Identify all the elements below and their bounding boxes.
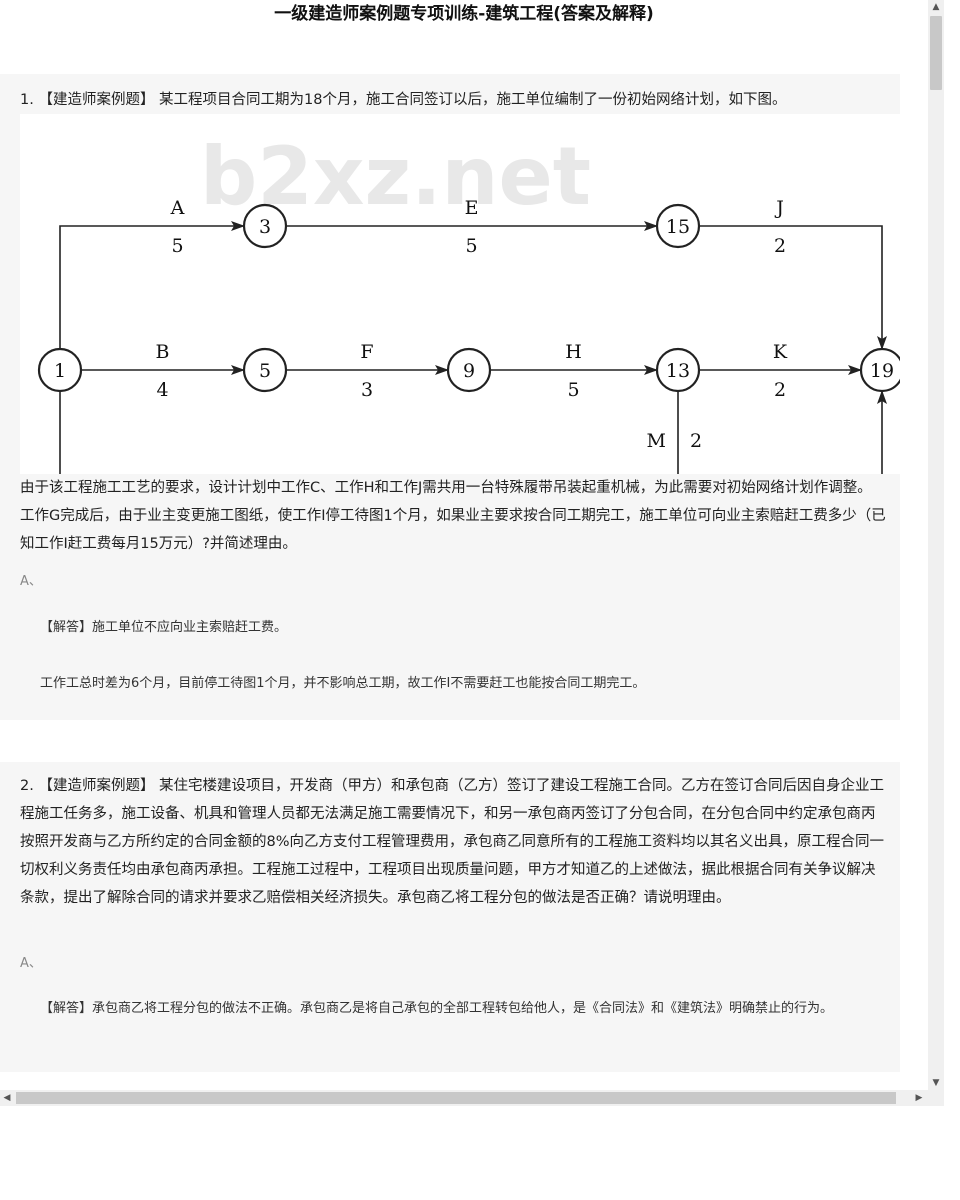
node-label-5: 5 [259,360,271,382]
activity-name-f: F [360,341,373,363]
scroll-right-arrow-icon[interactable]: ▶ [915,1093,923,1103]
arrow-a [59,221,245,349]
activity-duration-e: 5 [465,235,477,257]
network-arrows [59,221,887,474]
question-2-card: 2. 【建造师案例题】 某住宅楼建设项目，开发商（甲方）和承包商（乙方）签订了建… [0,762,900,1072]
activity-duration-f: 3 [361,379,373,401]
horizontal-scrollbar[interactable]: ◀ ▶ [0,1090,928,1106]
activity-labels: A5E5J2B4F3H5K2M2C5G2I1L4 [156,197,788,452]
node-label-19: 19 [870,360,894,382]
question-2-answer: 【解答】承包商乙将工程分包的做法不正确。承包商乙是将自己承包的全部工程转包给他人… [40,1001,834,1016]
scroll-down-arrow-icon[interactable]: ▼ [932,1078,940,1088]
network-diagram-svg: b2xz.net A5E5J2B4F3H5K2M2C5G2I1L4 135791… [37,130,900,474]
activity-duration-h: 5 [567,379,579,401]
vertical-scrollbar[interactable]: ▲ ▼ [928,0,944,1090]
horizontal-scroll-thumb[interactable] [16,1092,896,1104]
node-circle-1 [37,347,83,393]
scroll-up-arrow-icon[interactable]: ▲ [932,2,940,12]
node-19: 19 [859,347,900,393]
node-circle-9 [446,347,492,393]
scrollbar-corner [928,1090,944,1106]
node-label-3: 3 [259,216,271,238]
node-9: 9 [446,347,492,393]
node-label-9: 9 [463,360,475,382]
node-1: 1 [37,347,83,393]
question-1-intro: 1. 【建造师案例题】 某工程项目合同工期为18个月，施工合同签订以后，施工单位… [20,92,787,108]
activity-duration-j: 2 [774,235,786,257]
activity-name-a: A [170,197,185,219]
arrow-l [877,390,887,474]
question-1-answer-line1: 【解答】施工单位不应向业主索赔赶工费。 [40,620,288,635]
question-1-body: 由于该工程施工工艺的要求，设计计划中工作C、工作H和工作J需共用一台特殊履带吊装… [20,480,886,552]
activity-duration-m: 2 [690,430,702,452]
activity-name-b: B [156,341,170,363]
arrow-j [699,225,887,350]
scroll-left-arrow-icon[interactable]: ◀ [3,1093,11,1103]
activity-name-e: E [465,197,479,219]
node-label-15: 15 [666,216,690,238]
activity-name-h: H [565,341,582,363]
question-1-option-a[interactable]: A、 [20,574,42,589]
question-2-body: 2. 【建造师案例题】 某住宅楼建设项目，开发商（甲方）和承包商（乙方）签订了建… [20,778,885,906]
node-circle-15 [655,203,701,249]
node-circle-19 [859,347,900,393]
activity-duration-b: 4 [156,379,168,401]
activity-name-k: K [773,341,788,363]
node-circle-13 [655,347,701,393]
question-1-card: 1. 【建造师案例题】 某工程项目合同工期为18个月，施工合同签订以后，施工单位… [0,74,900,720]
activity-duration-a: 5 [171,235,183,257]
node-label-1: 1 [54,360,66,382]
question-1-answer-line2: 工作工总时差为6个月，目前停工待图1个月，并不影响总工期，故工作I不需要赶工也能… [40,676,646,691]
network-diagram: b2xz.net A5E5J2B4F3H5K2M2C5G2I1L4 135791… [20,114,900,474]
node-3: 3 [242,203,288,249]
page-title: 一级建造师案例题专项训练-建筑工程(答案及解释) [274,4,654,24]
vertical-scroll-thumb[interactable] [930,16,942,90]
node-15: 15 [655,203,701,249]
node-circle-3 [242,203,288,249]
activity-name-m: M [647,430,666,452]
node-label-13: 13 [666,360,690,382]
node-13: 13 [655,347,701,393]
document-viewport: 一级建造师案例题专项训练-建筑工程(答案及解释) 1. 【建造师案例题】 某工程… [0,4,900,1072]
activity-name-j: J [774,197,784,219]
network-nodes: 135791113151719 [37,203,900,393]
activity-duration-k: 2 [774,379,786,401]
node-circle-5 [242,347,288,393]
question-2-option-a[interactable]: A、 [20,956,42,971]
node-5: 5 [242,347,288,393]
arrow-c [59,391,61,474]
